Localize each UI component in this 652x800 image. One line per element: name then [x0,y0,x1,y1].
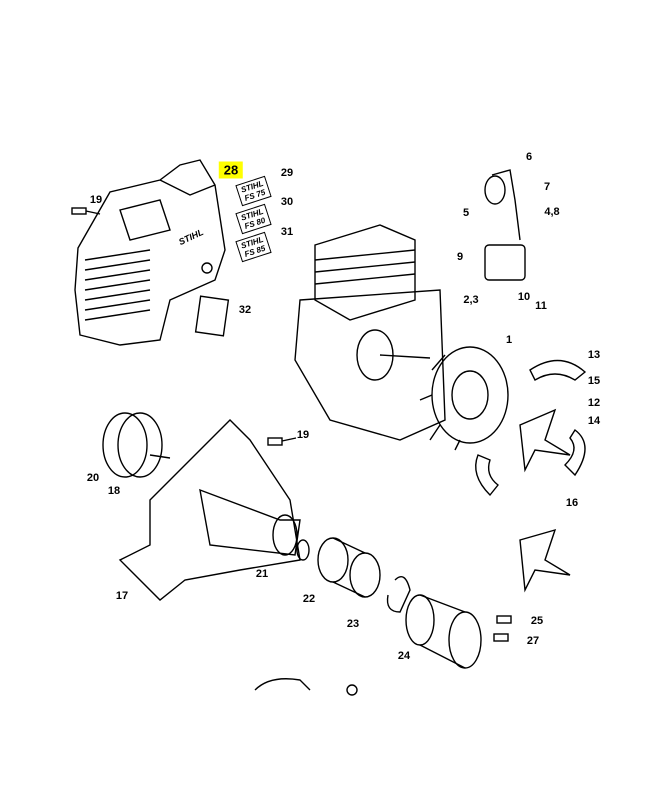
callout-22[interactable]: 22 [302,593,316,605]
engine-cylinder [294,224,446,441]
callout-16[interactable]: 16 [565,497,579,509]
callout-12[interactable]: 12 [587,397,601,409]
callout-19-middle[interactable]: 19 [296,429,310,441]
callout-9[interactable]: 9 [456,251,464,263]
circlip-part-23 [386,576,411,613]
clutch-parts [475,359,587,593]
callout-30[interactable]: 30 [280,196,294,208]
callout-32[interactable]: 32 [238,304,252,316]
bushing-part-24 [405,594,482,669]
shroud-cooling-fins [84,249,151,321]
callout-17[interactable]: 17 [115,590,129,602]
sticker-part-32 [194,295,230,337]
callout-25[interactable]: 25 [530,615,544,627]
callout-13[interactable]: 13 [587,349,601,361]
callout-21[interactable]: 21 [255,568,269,580]
callout-15[interactable]: 15 [587,375,601,387]
screws-parts-25-27 [493,615,512,642]
callout-29[interactable]: 29 [280,167,294,179]
callout-14[interactable]: 14 [587,415,601,427]
callout-2-3[interactable]: 2,3 [463,294,479,306]
callout-7[interactable]: 7 [543,181,551,193]
callout-6[interactable]: 6 [525,151,533,163]
clutch-drum-part-20 [102,412,171,478]
callout-28-highlighted[interactable]: 28 [218,161,244,179]
partial-part-bottom [254,678,358,696]
callout-19-top[interactable]: 19 [89,194,103,206]
ignition-module [484,169,526,281]
shroud-part-28 [74,159,226,346]
callout-24[interactable]: 24 [397,650,411,662]
callout-11[interactable]: 11 [535,300,547,312]
callout-5[interactable]: 5 [462,207,470,219]
screw-part-19-top [71,207,101,215]
callout-1[interactable]: 1 [505,334,513,346]
sleeve-part-22 [317,537,381,598]
callout-4-8[interactable]: 4,8 [544,206,560,218]
ring-part-21 [296,539,310,561]
callout-23[interactable]: 23 [346,618,360,630]
callout-27[interactable]: 27 [526,635,540,647]
callout-31[interactable]: 31 [280,226,294,238]
housing-part-17 [118,419,301,601]
screw-part-19-middle [267,437,297,446]
callout-20[interactable]: 20 [86,472,100,484]
callout-18[interactable]: 18 [107,485,121,497]
callout-10[interactable]: 10 [517,291,531,303]
flywheel-part-1 [419,346,509,451]
